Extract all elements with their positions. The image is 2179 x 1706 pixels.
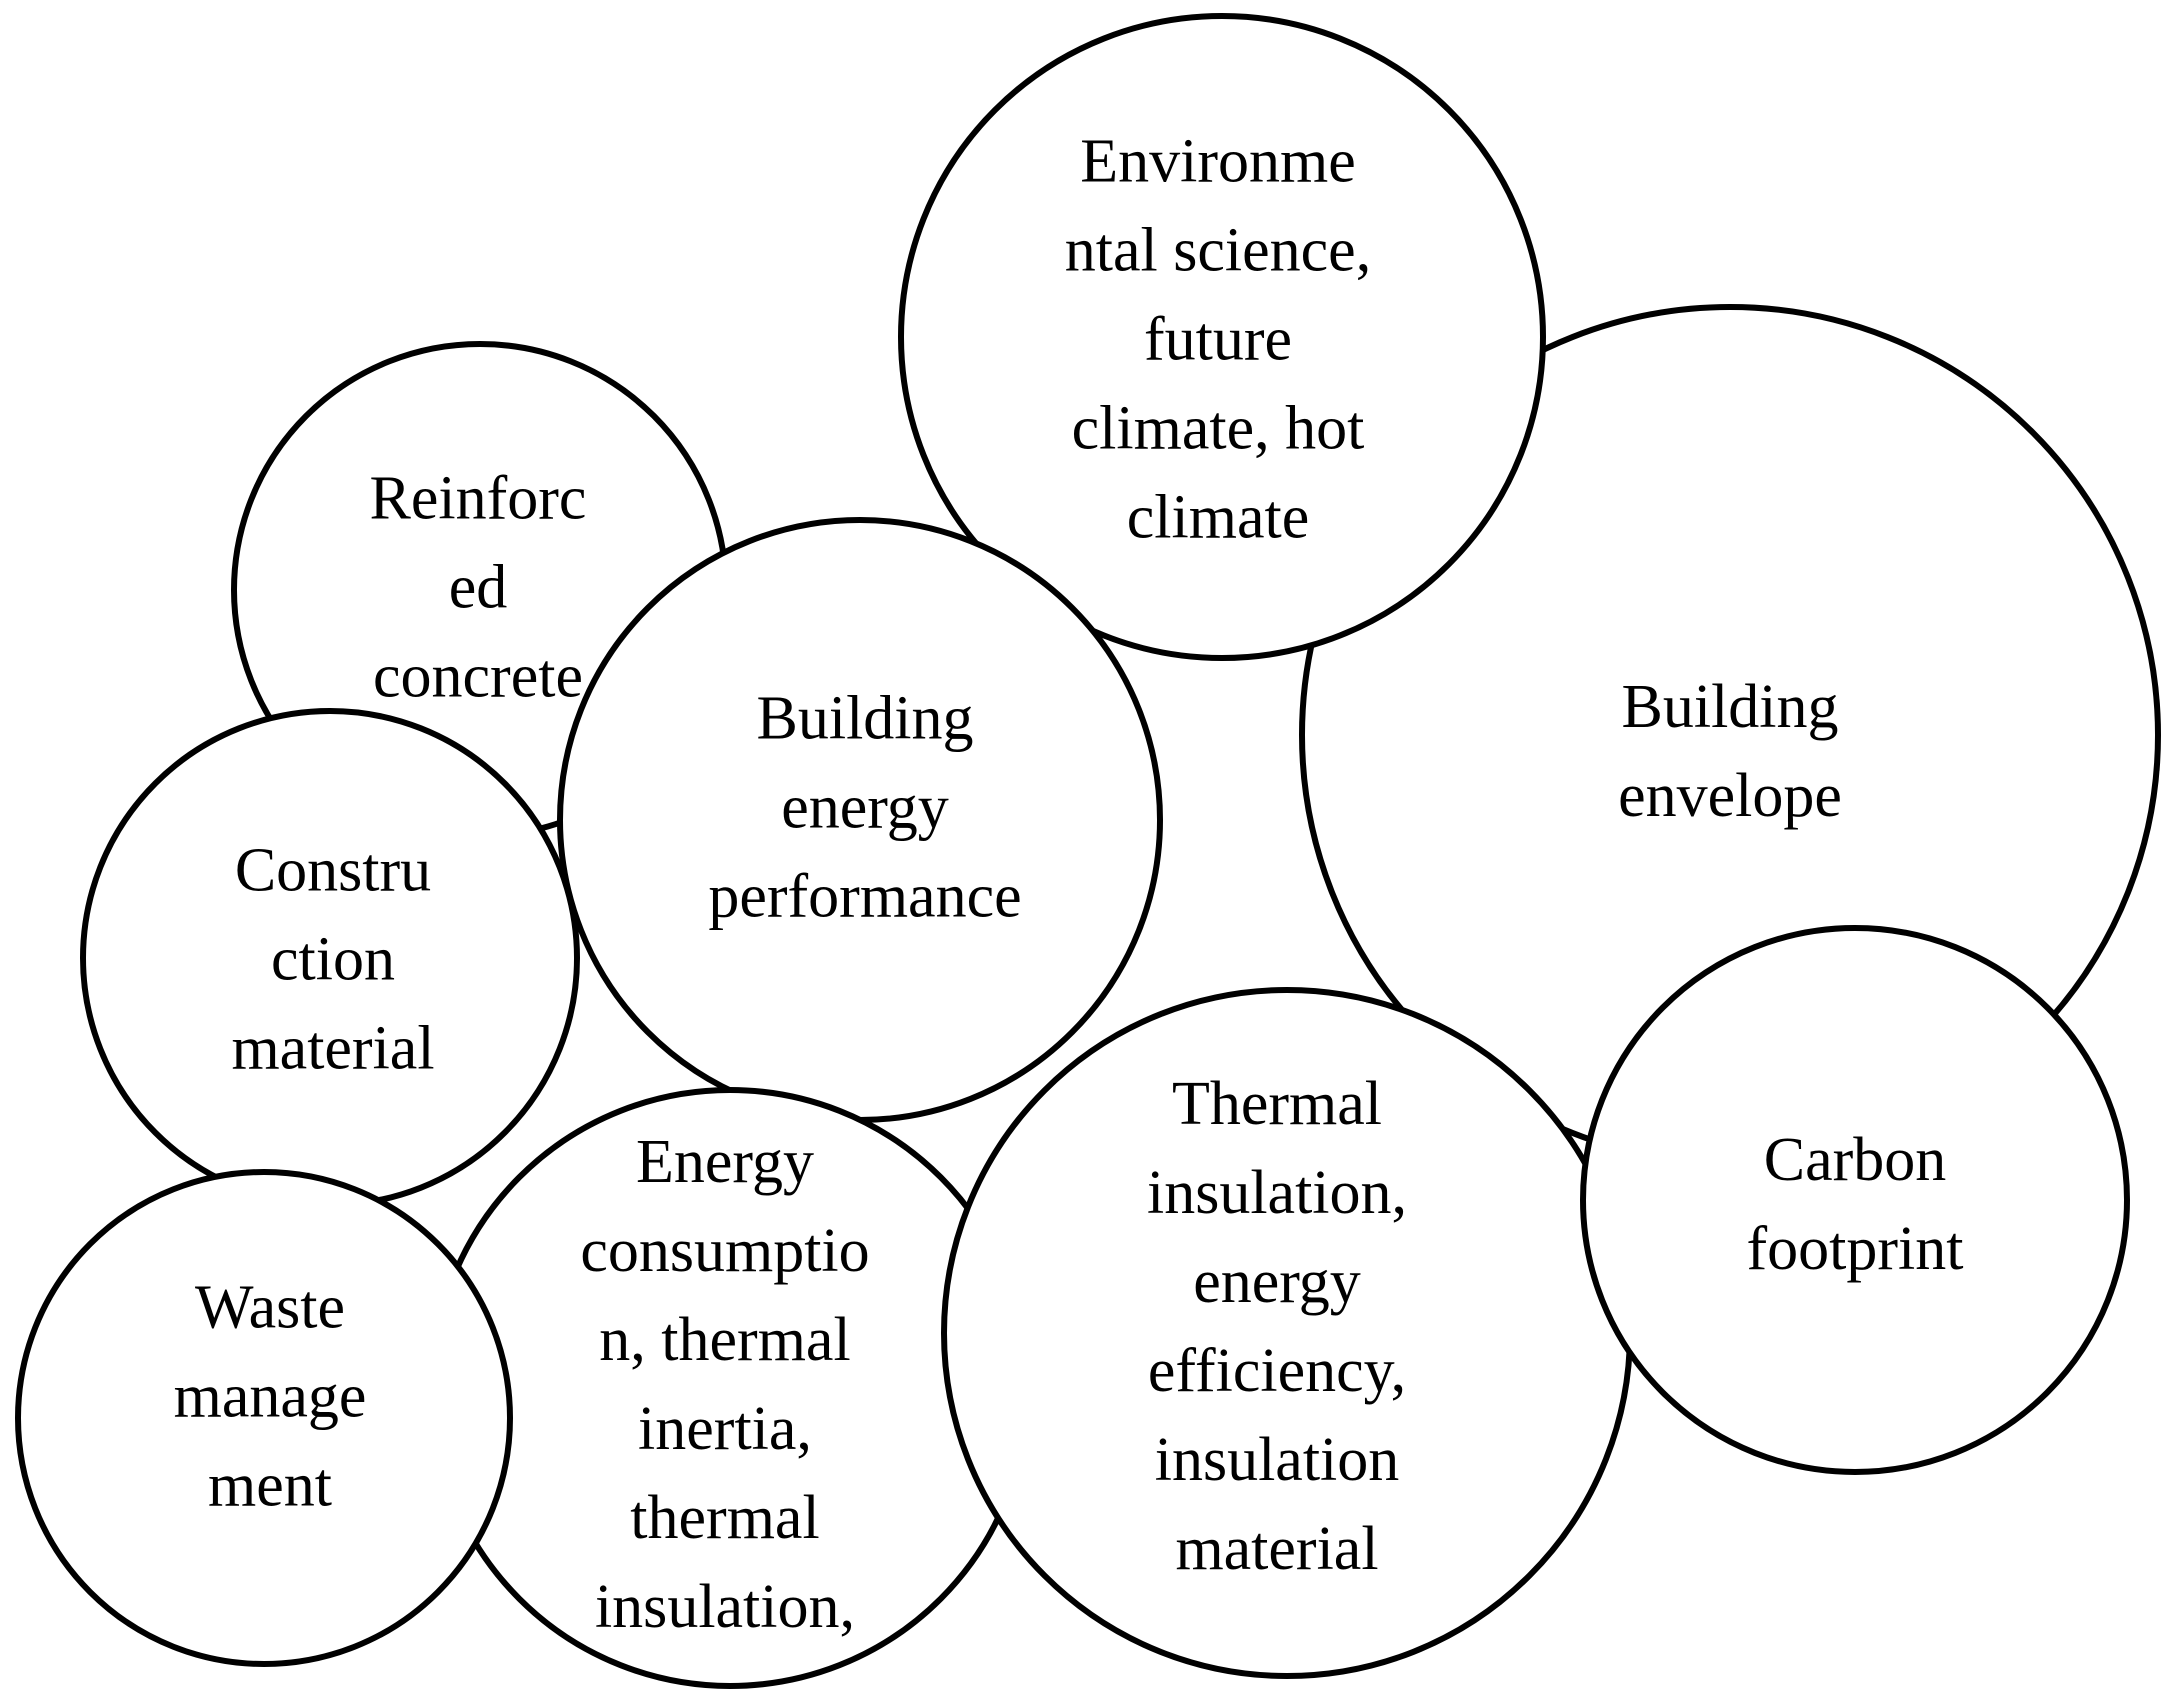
- label-line: Waste: [195, 1273, 345, 1342]
- label-line: efficiency,: [1147, 1337, 1407, 1405]
- label-line: ntal science,: [1064, 216, 1372, 285]
- label-line: material: [1175, 1515, 1379, 1583]
- label-line: climate, hot: [1071, 394, 1365, 463]
- label-line: insulation,: [1146, 1159, 1408, 1227]
- label-line: energy: [781, 773, 949, 842]
- bubble-circle-waste-management: [15, 1169, 513, 1667]
- label-line: footprint: [1746, 1215, 1964, 1283]
- label-line: Reinforc: [369, 464, 587, 533]
- label-line: envelope: [1618, 762, 1842, 830]
- bubble-label-carbon-footprint: Carbon footprint: [1747, 1116, 1964, 1294]
- label-line: Carbon: [1763, 1126, 1947, 1194]
- label-line: inertia,: [638, 1395, 812, 1463]
- label-line: n, thermal: [599, 1306, 851, 1374]
- label-line: manage: [173, 1362, 367, 1431]
- label-line: insulation: [1154, 1426, 1400, 1494]
- bubble-circle-environmental-science: [898, 13, 1546, 661]
- label-line: Environme: [1080, 127, 1356, 196]
- label-line: Building: [756, 684, 974, 753]
- label-line: consumptio: [580, 1217, 870, 1285]
- label-line: ment: [208, 1451, 332, 1520]
- bubble-label-thermal-insulation: Thermal insulation, energy efficiency, i…: [1147, 1060, 1407, 1594]
- label-line: thermal: [630, 1484, 820, 1552]
- bubble-circle-carbon-footprint: [1580, 925, 2130, 1475]
- label-line: performance: [708, 862, 1022, 931]
- bubble-label-construction-material: Constru ction material: [231, 827, 434, 1094]
- label-line: ed: [448, 553, 508, 622]
- label-line: Constru: [234, 836, 432, 905]
- label-line: material: [231, 1014, 435, 1083]
- label-line: climate: [1126, 483, 1310, 552]
- bubble-label-environmental-science: Environme ntal science, future climate, …: [1065, 118, 1371, 563]
- label-line: insulation,: [594, 1573, 856, 1641]
- label-line: Energy: [636, 1128, 814, 1196]
- label-line: future: [1143, 305, 1293, 374]
- bubble-label-reinforced-concrete: Reinforc ed concrete: [370, 455, 587, 722]
- label-line: Thermal: [1171, 1070, 1382, 1138]
- label-line: Building: [1621, 673, 1839, 741]
- label-line: concrete: [373, 642, 583, 711]
- bubble-label-building-energy-performance: Building energy performance: [708, 675, 1021, 942]
- bubble-label-building-envelope: Building envelope: [1618, 663, 1842, 841]
- bubble-label-energy-consumption: Energy consumptio n, thermal inertia, th…: [580, 1118, 869, 1652]
- label-line: ction: [271, 925, 395, 994]
- bubble-label-waste-management: Waste manage ment: [174, 1264, 367, 1531]
- label-line: energy: [1193, 1248, 1361, 1316]
